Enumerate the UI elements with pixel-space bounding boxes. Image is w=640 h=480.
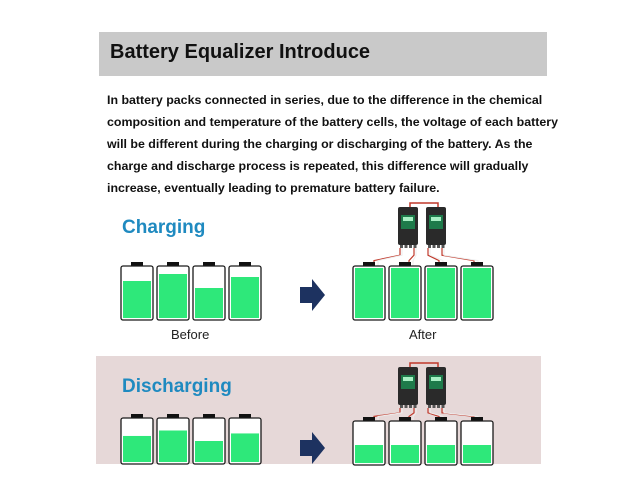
battery-cap: [363, 262, 375, 266]
battery-fill: [195, 288, 223, 318]
lead-wire: [377, 408, 403, 420]
battery-fill: [355, 268, 383, 318]
equalizer-module: [398, 367, 418, 408]
before-label: Before: [171, 327, 210, 342]
intro-line: charge and discharge process is repeated…: [107, 159, 529, 173]
module-terminal: [409, 245, 412, 248]
discharging-after-batteries: [352, 417, 494, 466]
battery-cap: [363, 417, 375, 421]
battery-fill: [231, 277, 259, 318]
battery-cell: [352, 417, 386, 466]
battery-fill: [427, 445, 455, 463]
charging-before-batteries: [120, 262, 262, 321]
battery-cell: [424, 262, 458, 321]
intro-line: In battery packs connected in series, du…: [107, 93, 543, 107]
discharging-before-batteries: [120, 414, 262, 465]
battery-cap: [203, 414, 215, 418]
battery-fill: [391, 268, 419, 318]
module-display: [403, 377, 413, 381]
header-banner: Battery Equalizer Introduce: [99, 32, 547, 76]
module-terminal: [413, 405, 417, 408]
battery-cell: [424, 417, 458, 466]
battery-cell: [156, 262, 190, 321]
battery-cell: [120, 262, 154, 321]
battery-cap: [399, 262, 411, 266]
intro-line: increase, eventually leading to prematur…: [107, 181, 440, 195]
battery-fill: [159, 430, 187, 462]
battery-fill: [195, 441, 223, 462]
after-label: After: [409, 327, 437, 342]
charging-after-batteries: [352, 262, 494, 321]
battery-cap: [471, 417, 483, 421]
module-terminal: [400, 405, 403, 408]
battery-cell: [192, 262, 226, 321]
battery-fill: [463, 268, 491, 318]
lead-wire: [412, 248, 417, 266]
battery-fill: [123, 281, 151, 318]
module-terminal: [428, 245, 431, 248]
intro-line: composition and temperature of the batte…: [107, 115, 558, 129]
intro-line: will be different during the charging or…: [107, 137, 533, 151]
module-terminal: [437, 405, 440, 408]
module-display: [431, 217, 441, 221]
module-terminal: [404, 245, 408, 248]
battery-cap: [203, 262, 215, 266]
module-terminal: [413, 245, 417, 248]
battery-cap: [239, 262, 251, 266]
battery-cap: [131, 262, 143, 266]
bridge-wire: [409, 202, 439, 207]
page-title: Battery Equalizer Introduce: [110, 41, 371, 63]
lead-wire: [412, 408, 417, 420]
intro-paragraph: In battery packs connected in series, du…: [107, 89, 562, 199]
battery-cap: [435, 417, 447, 421]
battery-cell: [352, 262, 386, 321]
module-terminal: [404, 405, 408, 408]
battery-cap: [399, 417, 411, 421]
module-display: [403, 217, 413, 221]
discharging-title: Discharging: [122, 376, 232, 397]
module-terminal: [432, 405, 436, 408]
charging-equalizer-modules: [373, 202, 479, 266]
battery-cell: [388, 417, 422, 466]
battery-cell: [156, 414, 190, 465]
battery-fill: [231, 433, 259, 462]
battery-cell: [460, 417, 494, 466]
battery-cell: [120, 414, 154, 465]
battery-fill: [159, 274, 187, 318]
battery-cap: [435, 262, 447, 266]
module-terminal: [400, 245, 403, 248]
lead-wire: [377, 248, 403, 266]
battery-fill: [463, 445, 491, 463]
charging-title: Charging: [122, 217, 206, 238]
module-terminal: [428, 405, 431, 408]
battery-cap: [167, 414, 179, 418]
battery-cell: [228, 414, 262, 465]
battery-fill: [355, 445, 383, 463]
bridge-wire: [409, 362, 439, 367]
battery-fill: [391, 445, 419, 463]
battery-cap: [471, 262, 483, 266]
module-terminal: [437, 245, 440, 248]
battery-cell: [192, 414, 226, 465]
module-terminal: [409, 405, 412, 408]
charging-arrow-icon: [300, 279, 325, 311]
battery-cell: [460, 262, 494, 321]
battery-cap: [167, 262, 179, 266]
module-terminal: [441, 245, 445, 248]
equalizer-module: [426, 207, 446, 248]
battery-fill: [123, 435, 151, 462]
module-display: [431, 377, 441, 381]
discharging-equalizer-modules: [373, 362, 479, 420]
module-terminal: [441, 405, 445, 408]
module-terminal: [432, 245, 436, 248]
battery-cap: [239, 414, 251, 418]
battery-cell: [388, 262, 422, 321]
discharging-arrow-icon: [300, 432, 325, 464]
equalizer-module: [398, 207, 418, 248]
battery-fill: [427, 268, 455, 318]
equalizer-module: [426, 367, 446, 408]
battery-cell: [228, 262, 262, 321]
battery-cap: [131, 414, 143, 418]
